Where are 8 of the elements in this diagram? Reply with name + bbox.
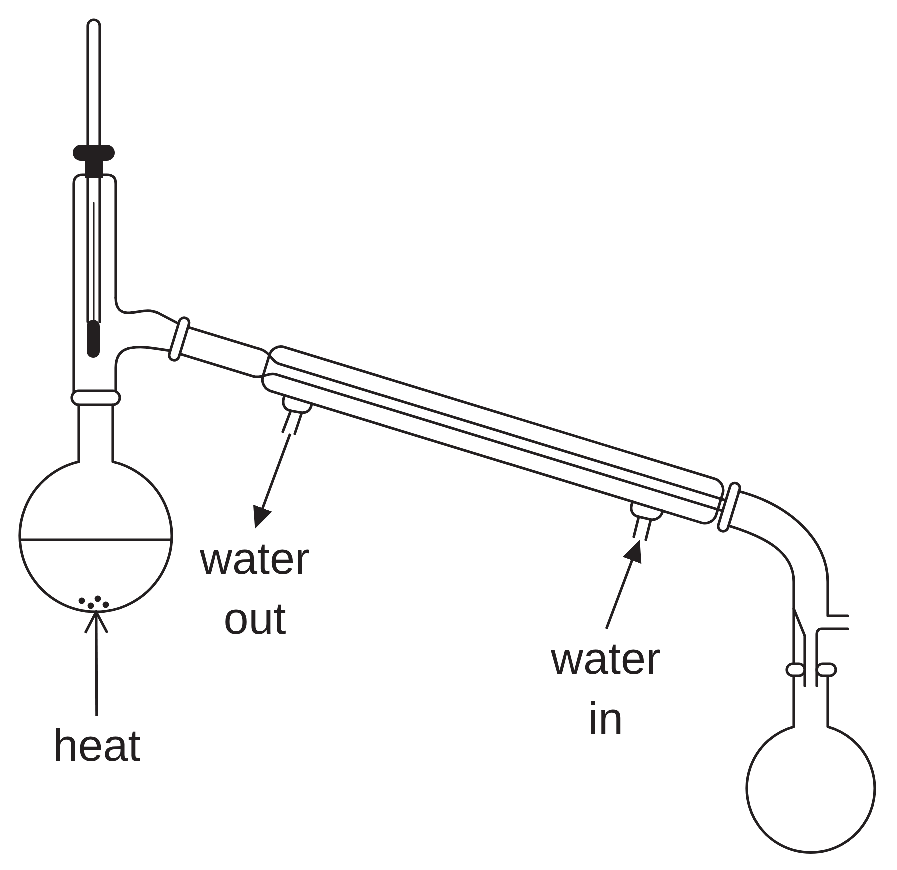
- annotation-text: heat: [53, 716, 141, 776]
- water-outlet: [282, 394, 314, 436]
- arrow: [84, 610, 109, 716]
- arrow: [253, 434, 292, 529]
- annotation-text: water in: [550, 629, 662, 749]
- arrow: [605, 540, 642, 630]
- water-inlet: [630, 500, 664, 542]
- annotation-text: water out: [200, 529, 310, 649]
